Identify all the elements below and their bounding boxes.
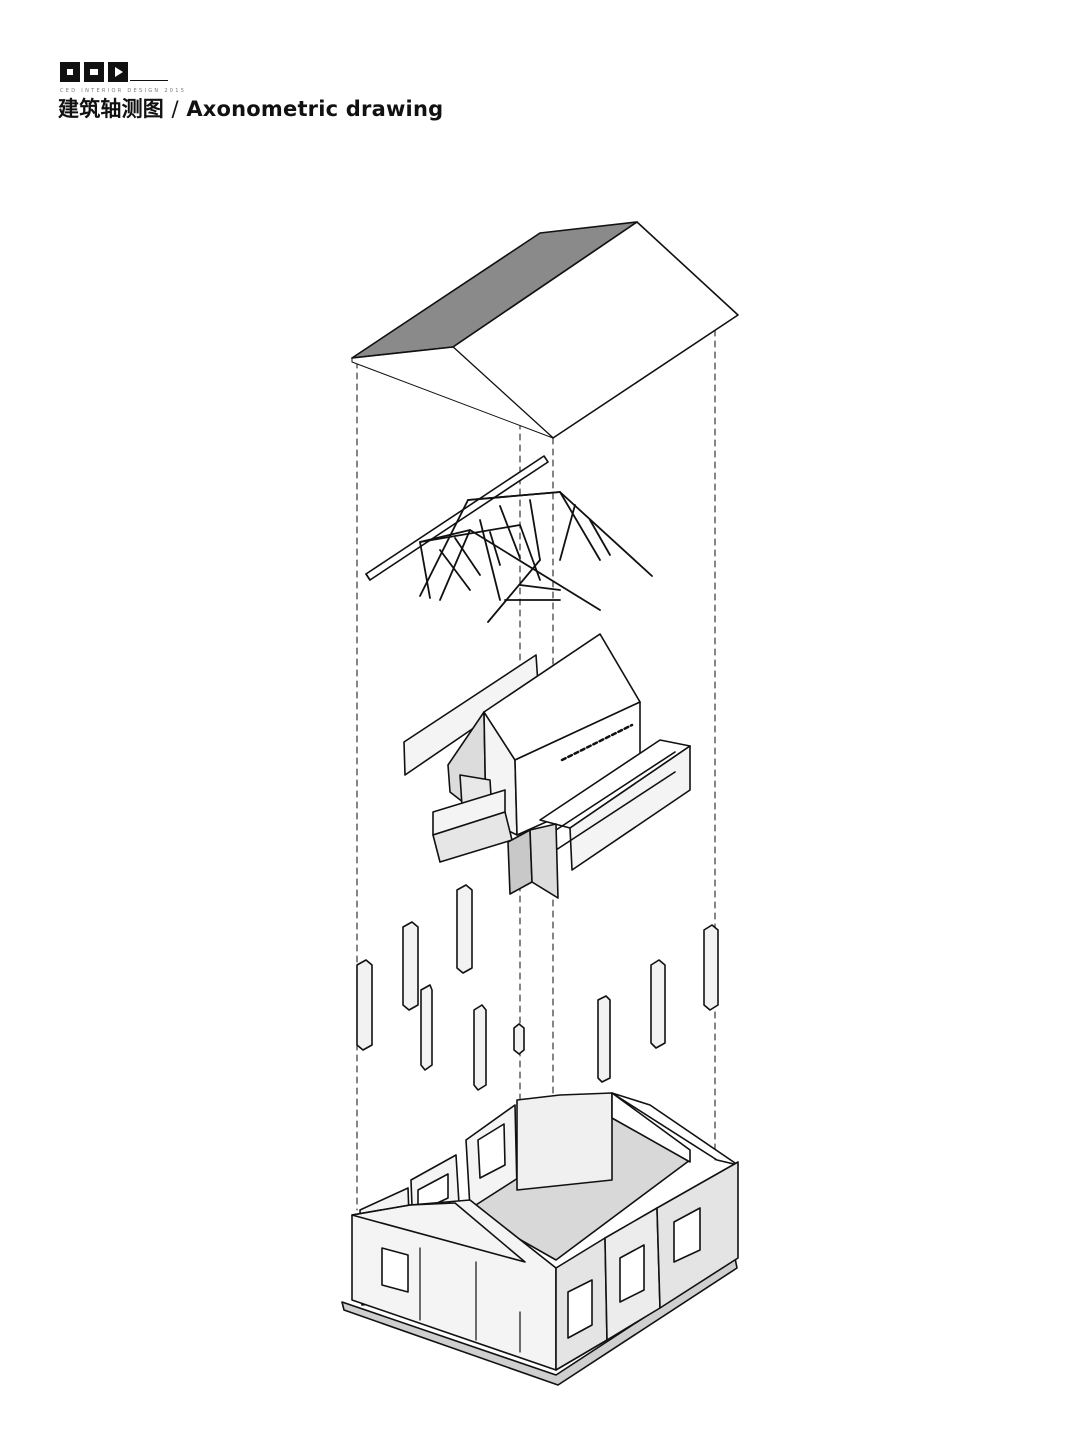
roof-layer — [351, 221, 739, 439]
upper-volume-layer — [403, 633, 691, 899]
page-title: 建筑轴测图 / Axonometric drawing — [58, 93, 443, 123]
logo-square-icon — [60, 62, 80, 82]
ground-floor-layer — [341, 1092, 739, 1386]
logo-underline — [130, 80, 168, 81]
logo-square-icon — [84, 62, 104, 82]
title-english: Axonometric drawing — [186, 97, 444, 121]
title-chinese: 建筑轴测图 — [58, 97, 164, 121]
columns-layer — [356, 884, 719, 1091]
logo-play-icon — [108, 62, 128, 82]
title-separator: / — [171, 97, 179, 121]
truss-layer — [365, 455, 653, 623]
brand-tagline: CED INTERIOR DESIGN 2015 — [60, 88, 187, 94]
